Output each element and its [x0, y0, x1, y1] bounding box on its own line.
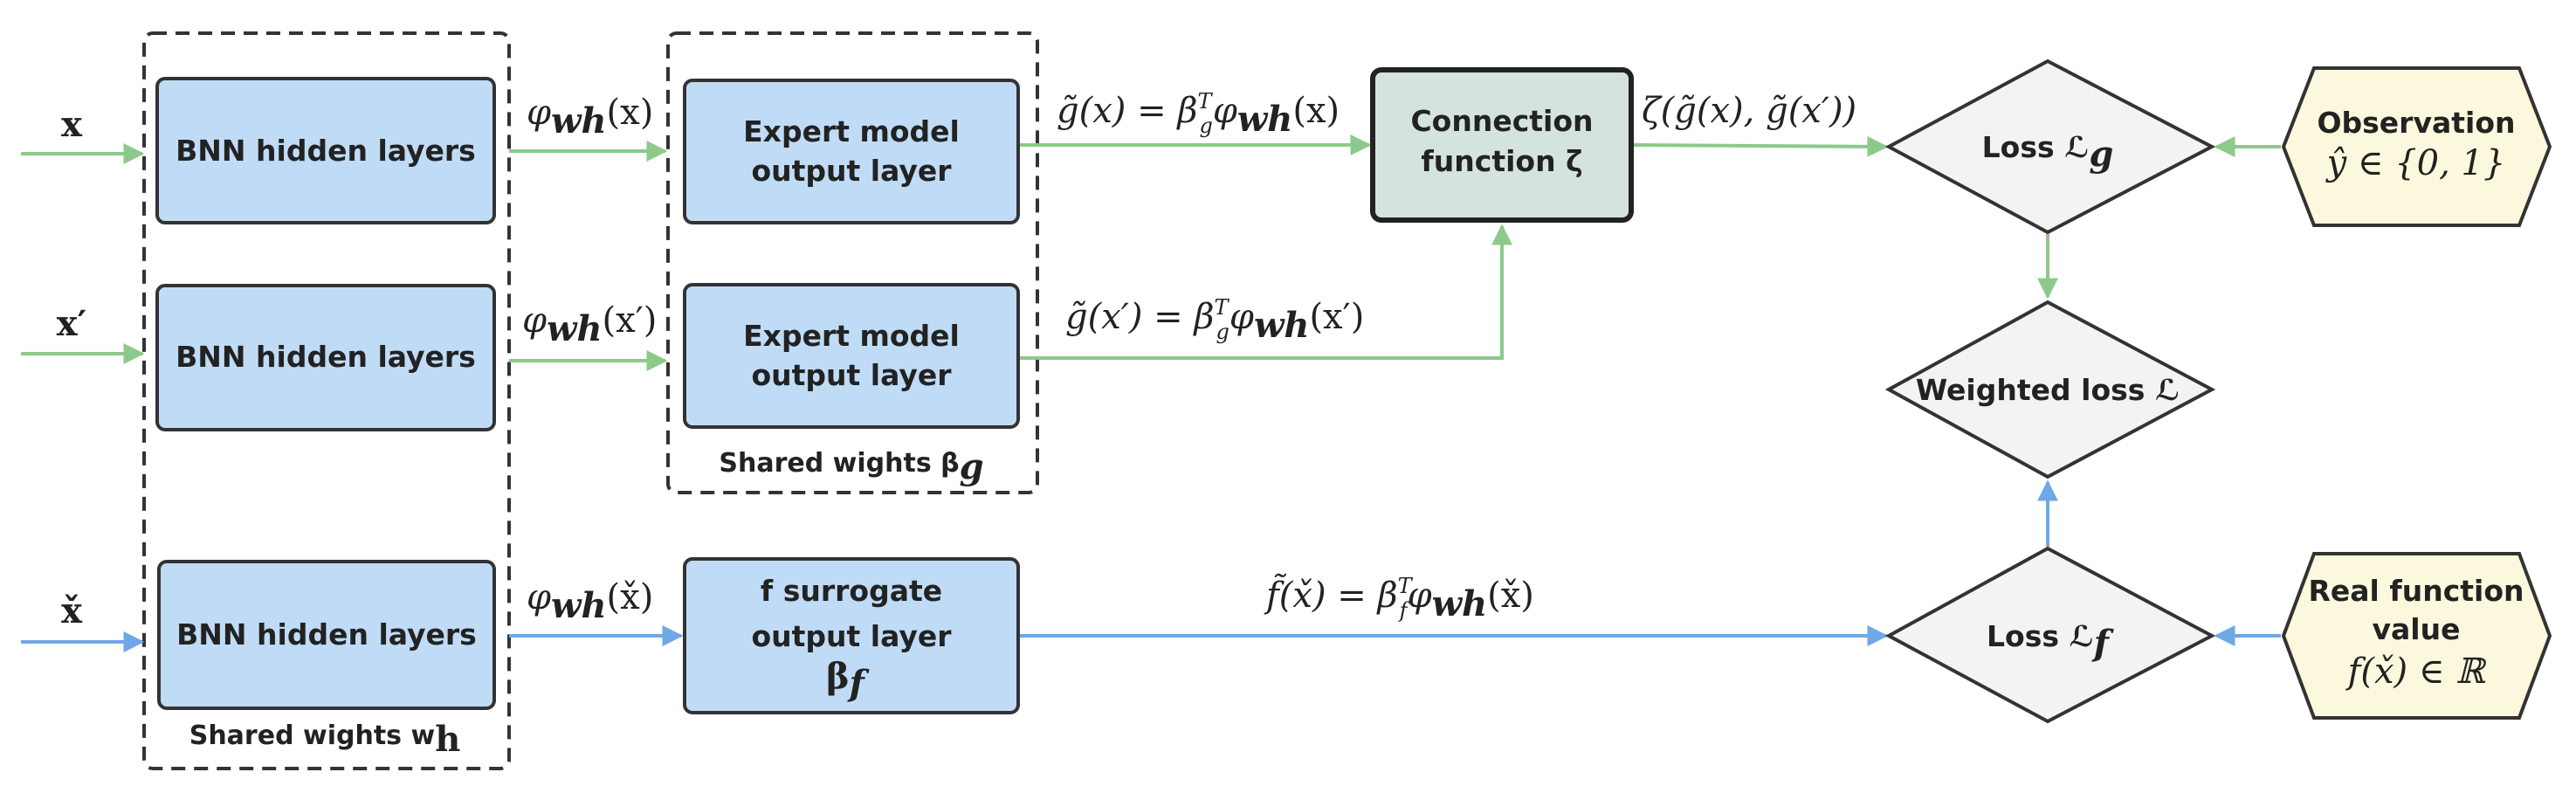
- input-x-prime-label: x′: [57, 303, 86, 344]
- expert-model-bottom: Expert model output layer: [683, 283, 1020, 429]
- phi-top-label: φwh(x): [527, 93, 653, 141]
- bnn-top-label: BNN hidden layers: [176, 134, 476, 168]
- connection-function-box: Connection function ζ: [1370, 67, 1634, 223]
- expert-top-line2: output layer: [751, 154, 952, 188]
- observation-line1: Observation: [2317, 106, 2515, 140]
- real-function-line3: f(x̌) ∈ ℝ: [2345, 652, 2488, 692]
- expert-bottom-line1: Expert model: [743, 319, 960, 353]
- input-x-check-label: x̌: [61, 590, 83, 631]
- loss-g-diamond: Loss ℒg: [1884, 59, 2216, 235]
- f-surrogate-output-layer: f surrogate output layer βf: [683, 557, 1020, 714]
- expert-bottom-line2: output layer: [751, 358, 952, 392]
- arrow-g-x-prime: [1018, 224, 1512, 360]
- expert-top-line1: Expert model: [743, 114, 960, 148]
- connection-line2: function ζ: [1421, 144, 1582, 178]
- phi-bottom-label: φwh(x̌): [527, 577, 653, 626]
- connection-line1: Connection: [1410, 104, 1593, 138]
- bnn-bottom-label: BNN hidden layers: [176, 617, 477, 652]
- shared-weights-wh-caption: Shared wights wh: [189, 719, 461, 760]
- arrow-zeta: [1630, 135, 1889, 157]
- real-function-hexagon: Real function value f(x̌) ∈ ℝ: [2281, 552, 2552, 720]
- observation-hexagon: Observation ŷ ∈ {0, 1}: [2281, 66, 2552, 227]
- equation-zeta: ζ(g̃(x), g̃(x′)): [1642, 91, 1856, 131]
- observation-line2: ŷ ∈ {0, 1}: [2325, 143, 2506, 183]
- loss-g-label: Loss ℒg: [1982, 130, 2114, 175]
- phi-middle-label: φwh(x′): [522, 300, 657, 349]
- shared-weights-beta-g-caption: Shared wights βg: [719, 446, 983, 487]
- real-function-line1: Real function: [2308, 574, 2524, 608]
- expert-model-top: Expert model output layer: [683, 79, 1020, 224]
- surrogate-line2: output layer: [751, 619, 952, 653]
- input-x-label: x: [61, 104, 83, 145]
- loss-f-diamond: Loss ℒf: [1884, 546, 2216, 724]
- real-function-line2: value: [2373, 612, 2461, 646]
- bnn-middle-label: BNN hidden layers: [176, 340, 476, 374]
- bnn-hidden-layers-bottom: BNN hidden layers: [157, 560, 496, 710]
- surrogate-line3: βf: [826, 656, 870, 704]
- bnn-hidden-layers-top: BNN hidden layers: [155, 77, 496, 224]
- weighted-loss-diamond: Weighted loss ℒ: [1884, 300, 2216, 479]
- surrogate-line1: f surrogate: [761, 574, 942, 608]
- weighted-loss-label: Weighted loss ℒ: [1916, 373, 2180, 407]
- bnn-hidden-layers-middle: BNN hidden layers: [155, 284, 496, 431]
